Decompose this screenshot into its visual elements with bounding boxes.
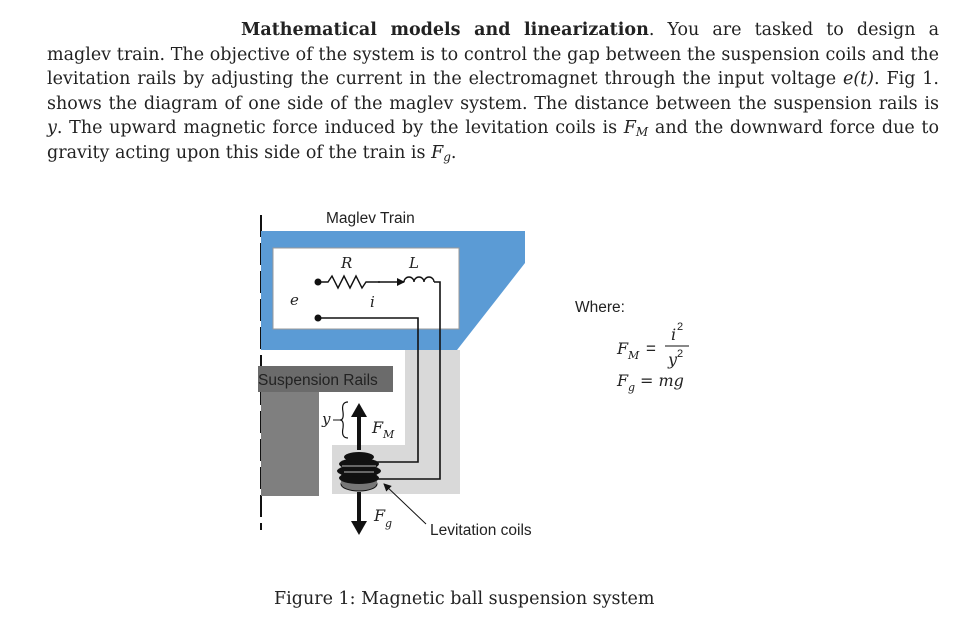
rails-label-box xyxy=(258,366,393,392)
var-fm-sub: M xyxy=(635,125,649,140)
paragraph-text-1: . You are tasked to design a maglev trai… xyxy=(47,20,939,90)
var-fg-sub: g xyxy=(443,149,451,164)
eq1-numerator: i xyxy=(671,325,676,344)
paragraph-text-4: and the downward force due to gravity ac… xyxy=(47,118,939,163)
eq1-lhs: F xyxy=(616,339,629,358)
coils-label: Levitation coils xyxy=(430,522,532,539)
wire-return xyxy=(318,317,419,463)
current-label: i xyxy=(370,293,375,311)
gap-label: y xyxy=(321,410,331,428)
paragraph-text-3: . The upward magnetic force induced by t… xyxy=(56,118,624,139)
force-down-arrowhead xyxy=(351,521,367,535)
eq1-denominator: y xyxy=(667,350,678,369)
eq2-lhs: F xyxy=(616,371,629,390)
var-e-of-t: e(t) xyxy=(842,69,875,90)
inductor xyxy=(403,276,435,283)
force-down-label: F xyxy=(373,506,386,525)
resistor xyxy=(318,274,380,290)
eq1-denominator-exp: 2 xyxy=(677,348,683,360)
where-label: Where: xyxy=(575,299,625,316)
coils-pointer xyxy=(383,483,427,525)
levitation-coil xyxy=(337,452,381,492)
section-heading: Mathematical models and linearization xyxy=(241,20,649,40)
var-fg: F xyxy=(431,142,444,163)
rails-label: Suspension Rails xyxy=(258,372,378,389)
gap-brace xyxy=(339,401,349,439)
force-up-sub: M xyxy=(382,428,395,441)
wire-inductor-to-coil xyxy=(360,281,441,480)
figure-caption: Figure 1: Magnetic ball suspension syste… xyxy=(274,589,655,609)
paragraph-text-5: . xyxy=(450,142,457,163)
voltage-label: e xyxy=(290,291,299,309)
eq1-equals: = xyxy=(646,339,656,358)
body-paragraph: Mathematical models and linearization. Y… xyxy=(47,18,939,166)
resistor-label: R xyxy=(340,254,352,272)
paragraph-text-2: . Fig 1. shows the diagram of one side o… xyxy=(47,69,939,114)
force-up-label: F xyxy=(371,418,384,437)
eq2-lhs-sub: g xyxy=(628,381,635,394)
inductor-label: L xyxy=(408,254,419,272)
suspension-rail xyxy=(261,392,319,496)
eq1-lhs-sub: M xyxy=(627,349,640,362)
force-down-sub: g xyxy=(385,517,392,530)
train-label: Maglev Train xyxy=(326,210,415,227)
var-fm: F xyxy=(623,118,636,139)
eq1-numerator-exp: 2 xyxy=(677,321,683,333)
eq2-rhs: = mg xyxy=(640,371,684,390)
circuit-panel xyxy=(272,247,460,330)
force-up-arrowhead xyxy=(351,403,367,417)
var-y: y xyxy=(47,118,57,139)
